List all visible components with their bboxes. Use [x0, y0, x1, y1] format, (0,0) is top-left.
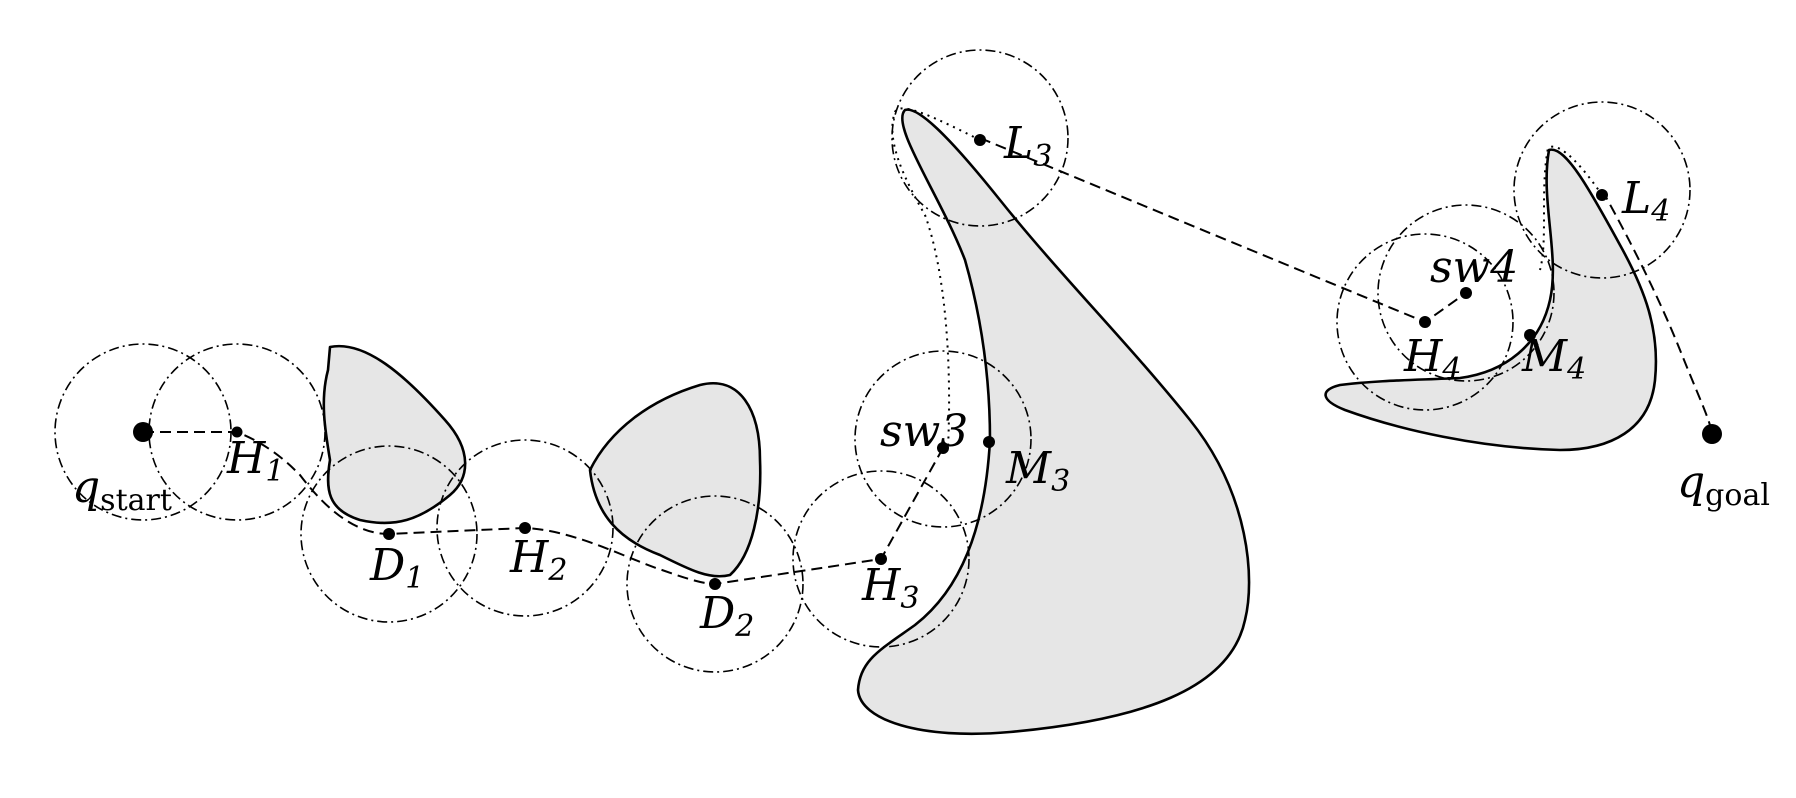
label-d2: D2 — [699, 588, 754, 644]
node-d2 — [709, 578, 721, 590]
label-m4: M4 — [1521, 331, 1586, 387]
node-h4 — [1419, 316, 1431, 328]
obstacle-1 — [322, 344, 467, 525]
range-circle-sw4 — [1377, 204, 1555, 382]
node-sw3 — [937, 442, 949, 454]
node-l4 — [1596, 189, 1608, 201]
label-h2: H2 — [509, 532, 567, 588]
path-nodes — [133, 134, 1722, 590]
node-l3 — [974, 134, 986, 146]
node-h3 — [875, 553, 887, 565]
node-qgoal — [1702, 424, 1722, 444]
range-circle-l3 — [891, 49, 1069, 227]
range-circle-h1 — [148, 343, 326, 521]
label-d1: D1 — [369, 540, 424, 596]
node-qstart — [133, 422, 153, 442]
contour-following-3 — [891, 107, 981, 449]
node-m3 — [983, 436, 995, 448]
label-sw3: sw3 — [880, 406, 968, 457]
range-circle-h2 — [436, 439, 614, 617]
obstacle-2 — [588, 382, 762, 578]
node-m4 — [1524, 329, 1536, 341]
contour-following-4 — [1539, 145, 1603, 271]
obstacle-3 — [856, 108, 1251, 736]
node-h2 — [519, 522, 531, 534]
label-l3: L3 — [1003, 118, 1052, 174]
label-m3: M3 — [1005, 443, 1070, 499]
obstacle-4 — [1324, 148, 1658, 452]
label-qstart: qstart — [72, 462, 172, 518]
node-sw4 — [1460, 287, 1472, 299]
label-qgoal: qgoal — [1677, 457, 1770, 513]
node-d1 — [383, 528, 395, 540]
range-circles — [54, 49, 1691, 673]
label-h1: H1 — [226, 433, 284, 489]
range-circle-sw3 — [854, 350, 1032, 528]
label-sw4: sw4 — [1430, 242, 1518, 293]
range-circle-h3 — [792, 470, 970, 648]
range-circle-l4 — [1513, 101, 1691, 279]
node-h1 — [231, 426, 243, 438]
range-circle-d2 — [626, 495, 804, 673]
range-circle-h4 — [1336, 233, 1514, 411]
label-h3: H3 — [861, 560, 919, 616]
label-l4: L4 — [1621, 173, 1670, 229]
label-h4: H4 — [1403, 331, 1461, 387]
range-circle-d1 — [300, 445, 478, 623]
